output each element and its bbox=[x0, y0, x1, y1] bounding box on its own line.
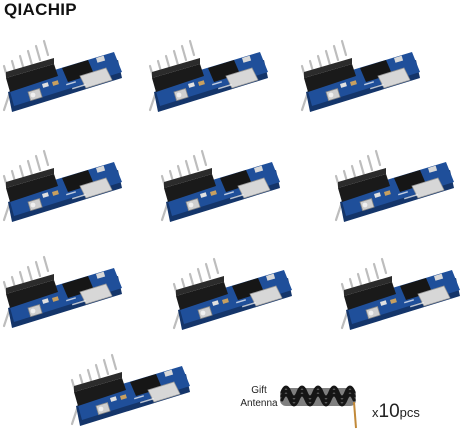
gift-label: Gift Antenna bbox=[236, 384, 282, 410]
gift-label-line1: Gift bbox=[251, 385, 267, 396]
spring-antenna-icon bbox=[280, 385, 357, 429]
rf-module-10 bbox=[70, 353, 192, 428]
rf-module-2 bbox=[148, 39, 270, 114]
rf-module-7 bbox=[2, 255, 124, 330]
quantity-label: x10pcs bbox=[372, 401, 420, 423]
rf-module-3 bbox=[300, 39, 422, 114]
rf-module-5 bbox=[160, 149, 282, 224]
quantity-unit: pcs bbox=[399, 405, 420, 420]
rf-module-1 bbox=[2, 39, 124, 114]
rf-module-6 bbox=[334, 149, 456, 224]
brand-logo: QIACHIP bbox=[4, 0, 77, 19]
rf-module-4 bbox=[2, 149, 124, 224]
quantity-prefix: x bbox=[372, 405, 379, 420]
quantity-number: 10 bbox=[378, 401, 400, 422]
gift-label-line2: Antenna bbox=[240, 398, 278, 409]
rf-module-8 bbox=[172, 257, 294, 332]
rf-module-9 bbox=[340, 257, 462, 332]
